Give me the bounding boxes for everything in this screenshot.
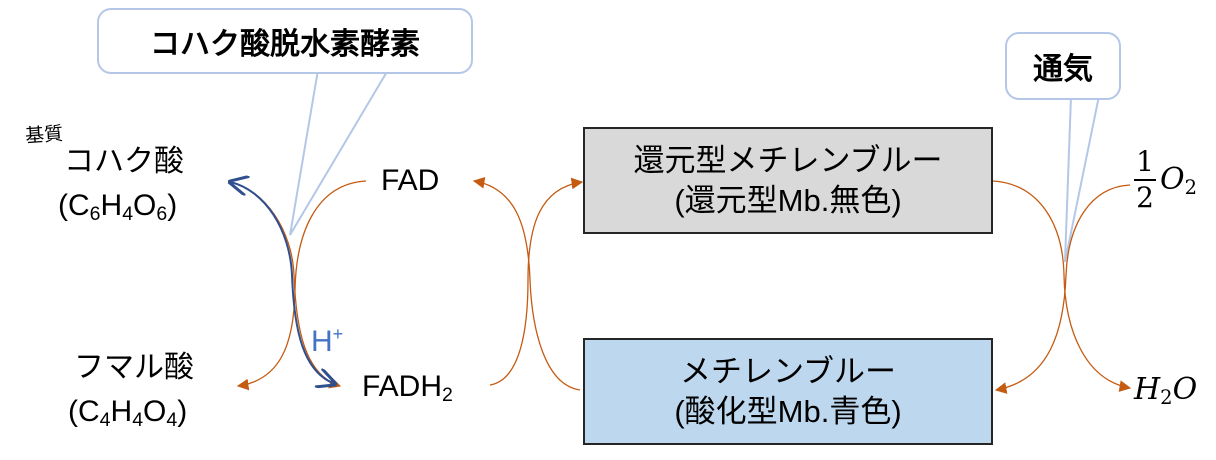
fad-label: FAD xyxy=(381,164,440,197)
subscript: 2 xyxy=(442,383,453,406)
reduced-mb-subtitle: (還元型Mb.無色) xyxy=(674,182,902,218)
denominator: 2 xyxy=(1136,181,1154,214)
subscript: 2 xyxy=(1184,175,1198,199)
oxygen-symbol: O2 xyxy=(1160,162,1197,199)
water-h: H xyxy=(1134,372,1161,407)
enzyme-callout-tail xyxy=(289,69,390,236)
oxidized-mb-to-fad-arrow xyxy=(472,177,581,391)
aeration-callout-tail xyxy=(1064,95,1101,263)
fadh2-label: FADH2 xyxy=(362,369,453,413)
subscript: 4 xyxy=(132,408,144,431)
fadh2-to-reduced-mb-arrow xyxy=(489,177,584,386)
fraction: 1 2 xyxy=(1134,145,1156,215)
oxygen-base: O xyxy=(1160,161,1185,197)
subscript: 2 xyxy=(1160,385,1173,409)
fumarate-name: フマル酸 xyxy=(74,350,194,385)
reduced-mb-title: 還元型メチレンブルー xyxy=(633,142,943,178)
numerator: 1 xyxy=(1136,145,1154,178)
proton-label: H+ xyxy=(311,316,343,360)
reduced-mb-to-water-arrow xyxy=(992,180,1132,392)
subscript: 4 xyxy=(99,408,111,431)
aeration-callout: 通気 xyxy=(1005,32,1121,100)
succinate-name: コハク酸 xyxy=(64,144,184,179)
fraction-bar xyxy=(1134,179,1156,181)
proton-base: H xyxy=(311,324,333,358)
oxygen-to-oxidized-mb-arrow xyxy=(994,184,1131,394)
oxidized-mb-title: メチレンブルー xyxy=(679,353,897,389)
subscript: 6 xyxy=(156,202,168,225)
subscript: 4 xyxy=(122,202,134,225)
subscript: 6 xyxy=(89,202,101,225)
oxidized-methylene-blue-box: メチレンブルー (酸化型Mb.青色) xyxy=(583,338,993,445)
succinate-formula: (C6H4O6) xyxy=(58,189,178,225)
reduced-methylene-blue-box: 還元型メチレンブルー (還元型Mb.無色) xyxy=(583,127,993,234)
proton-transfer-arrow xyxy=(230,182,335,384)
superscript: + xyxy=(332,324,344,344)
oxygen-label: 1 2 O2 xyxy=(1134,145,1197,215)
substrate-label: 基質 xyxy=(24,122,64,148)
fadh2-base: FADH xyxy=(362,370,443,403)
water-o: O xyxy=(1172,372,1198,407)
fumarate-formula: (C4H4O4) xyxy=(68,395,188,431)
subscript: 4 xyxy=(166,408,178,431)
oxidized-mb-subtitle: (酸化型Mb.青色) xyxy=(674,393,902,429)
enzyme-callout: コハク酸脱水素酵素 xyxy=(97,8,473,74)
water-label: H2O xyxy=(1134,372,1197,409)
